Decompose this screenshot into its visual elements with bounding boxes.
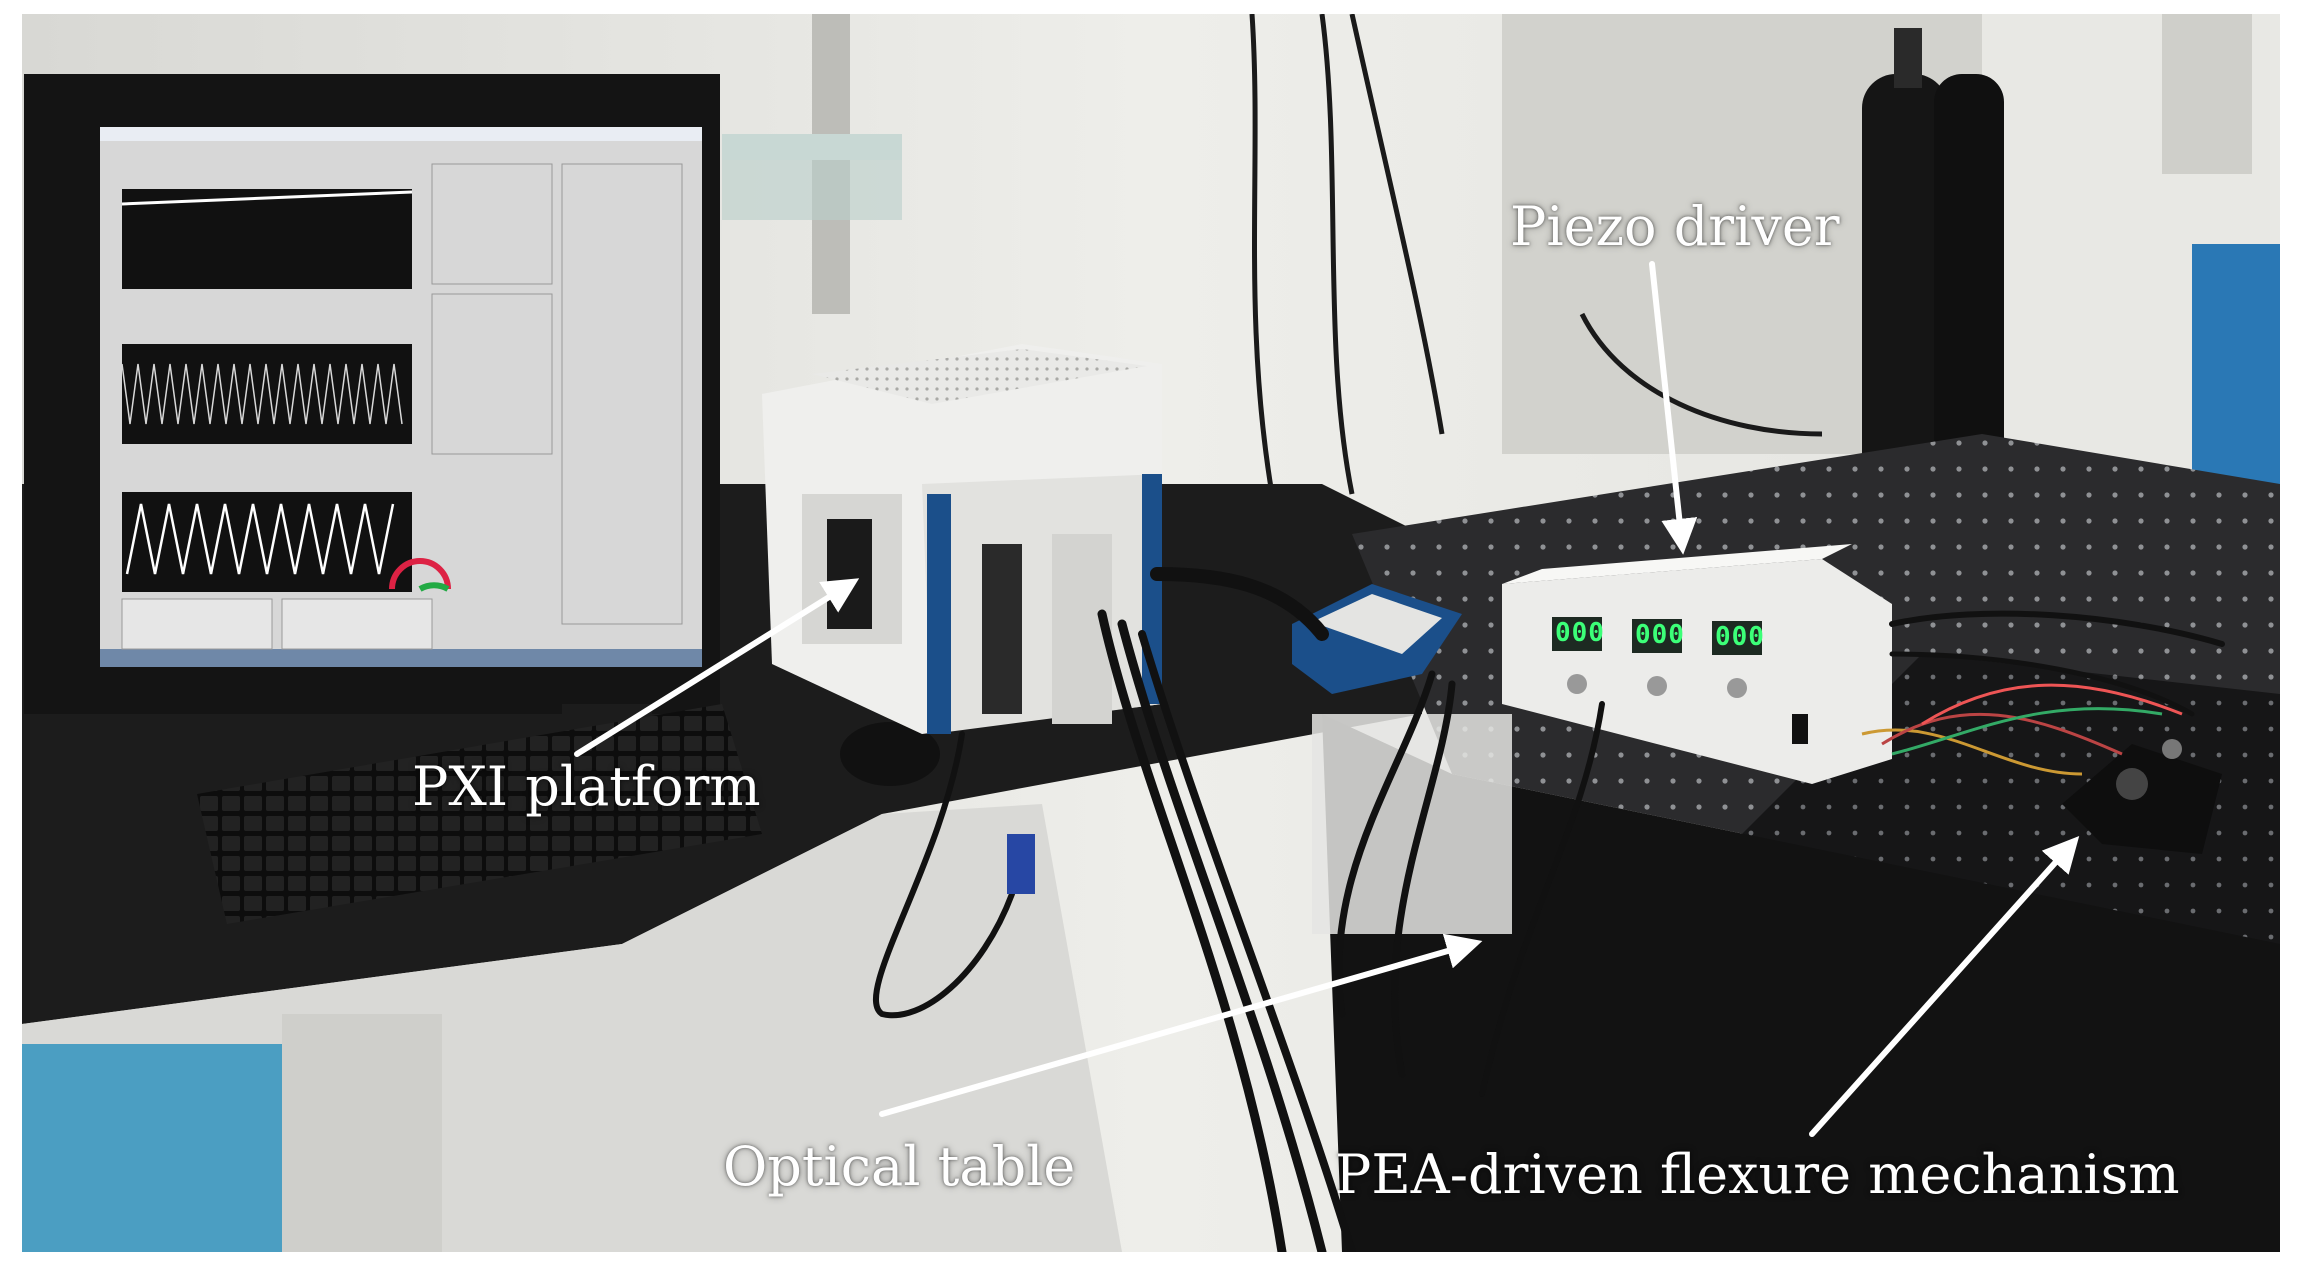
pxi-chassis bbox=[762, 344, 1162, 734]
lab-setup-photo: 000 000 000 bbox=[22, 14, 2280, 1252]
label-piezo-driver: Piezo driver bbox=[1510, 195, 1840, 258]
sensor-wires bbox=[1861, 683, 2183, 776]
arrow-flexure bbox=[1809, 835, 2080, 1137]
annotation-arrows bbox=[574, 261, 2080, 1137]
driver-readout-3: 000 bbox=[1715, 622, 1765, 652]
driver-readout-2: 000 bbox=[1635, 620, 1685, 650]
labview-screen bbox=[100, 127, 702, 667]
label-pxi-platform: PXI platform bbox=[412, 755, 761, 818]
hanging-cables bbox=[1249, 14, 1823, 495]
shelf bbox=[722, 134, 902, 160]
mouse bbox=[840, 722, 940, 786]
lab-scene bbox=[22, 14, 2280, 1252]
blue-drawer bbox=[22, 1044, 282, 1252]
keyboard bbox=[197, 704, 762, 924]
vga-connector bbox=[1007, 834, 1035, 894]
label-pea-mechanism: PEA-driven flexure mechanism bbox=[1335, 1143, 2180, 1206]
cables bbox=[873, 567, 2225, 1252]
arrow-piezo bbox=[1649, 261, 1698, 555]
label-optical-table: Optical table bbox=[723, 1135, 1076, 1198]
arrow-pxi bbox=[574, 578, 860, 757]
arrow-optical-table bbox=[879, 933, 1483, 1117]
gas-cylinders bbox=[1862, 28, 2004, 494]
flexure-mechanism bbox=[2062, 739, 2222, 854]
driver-readout-1: 000 bbox=[1555, 618, 1605, 648]
